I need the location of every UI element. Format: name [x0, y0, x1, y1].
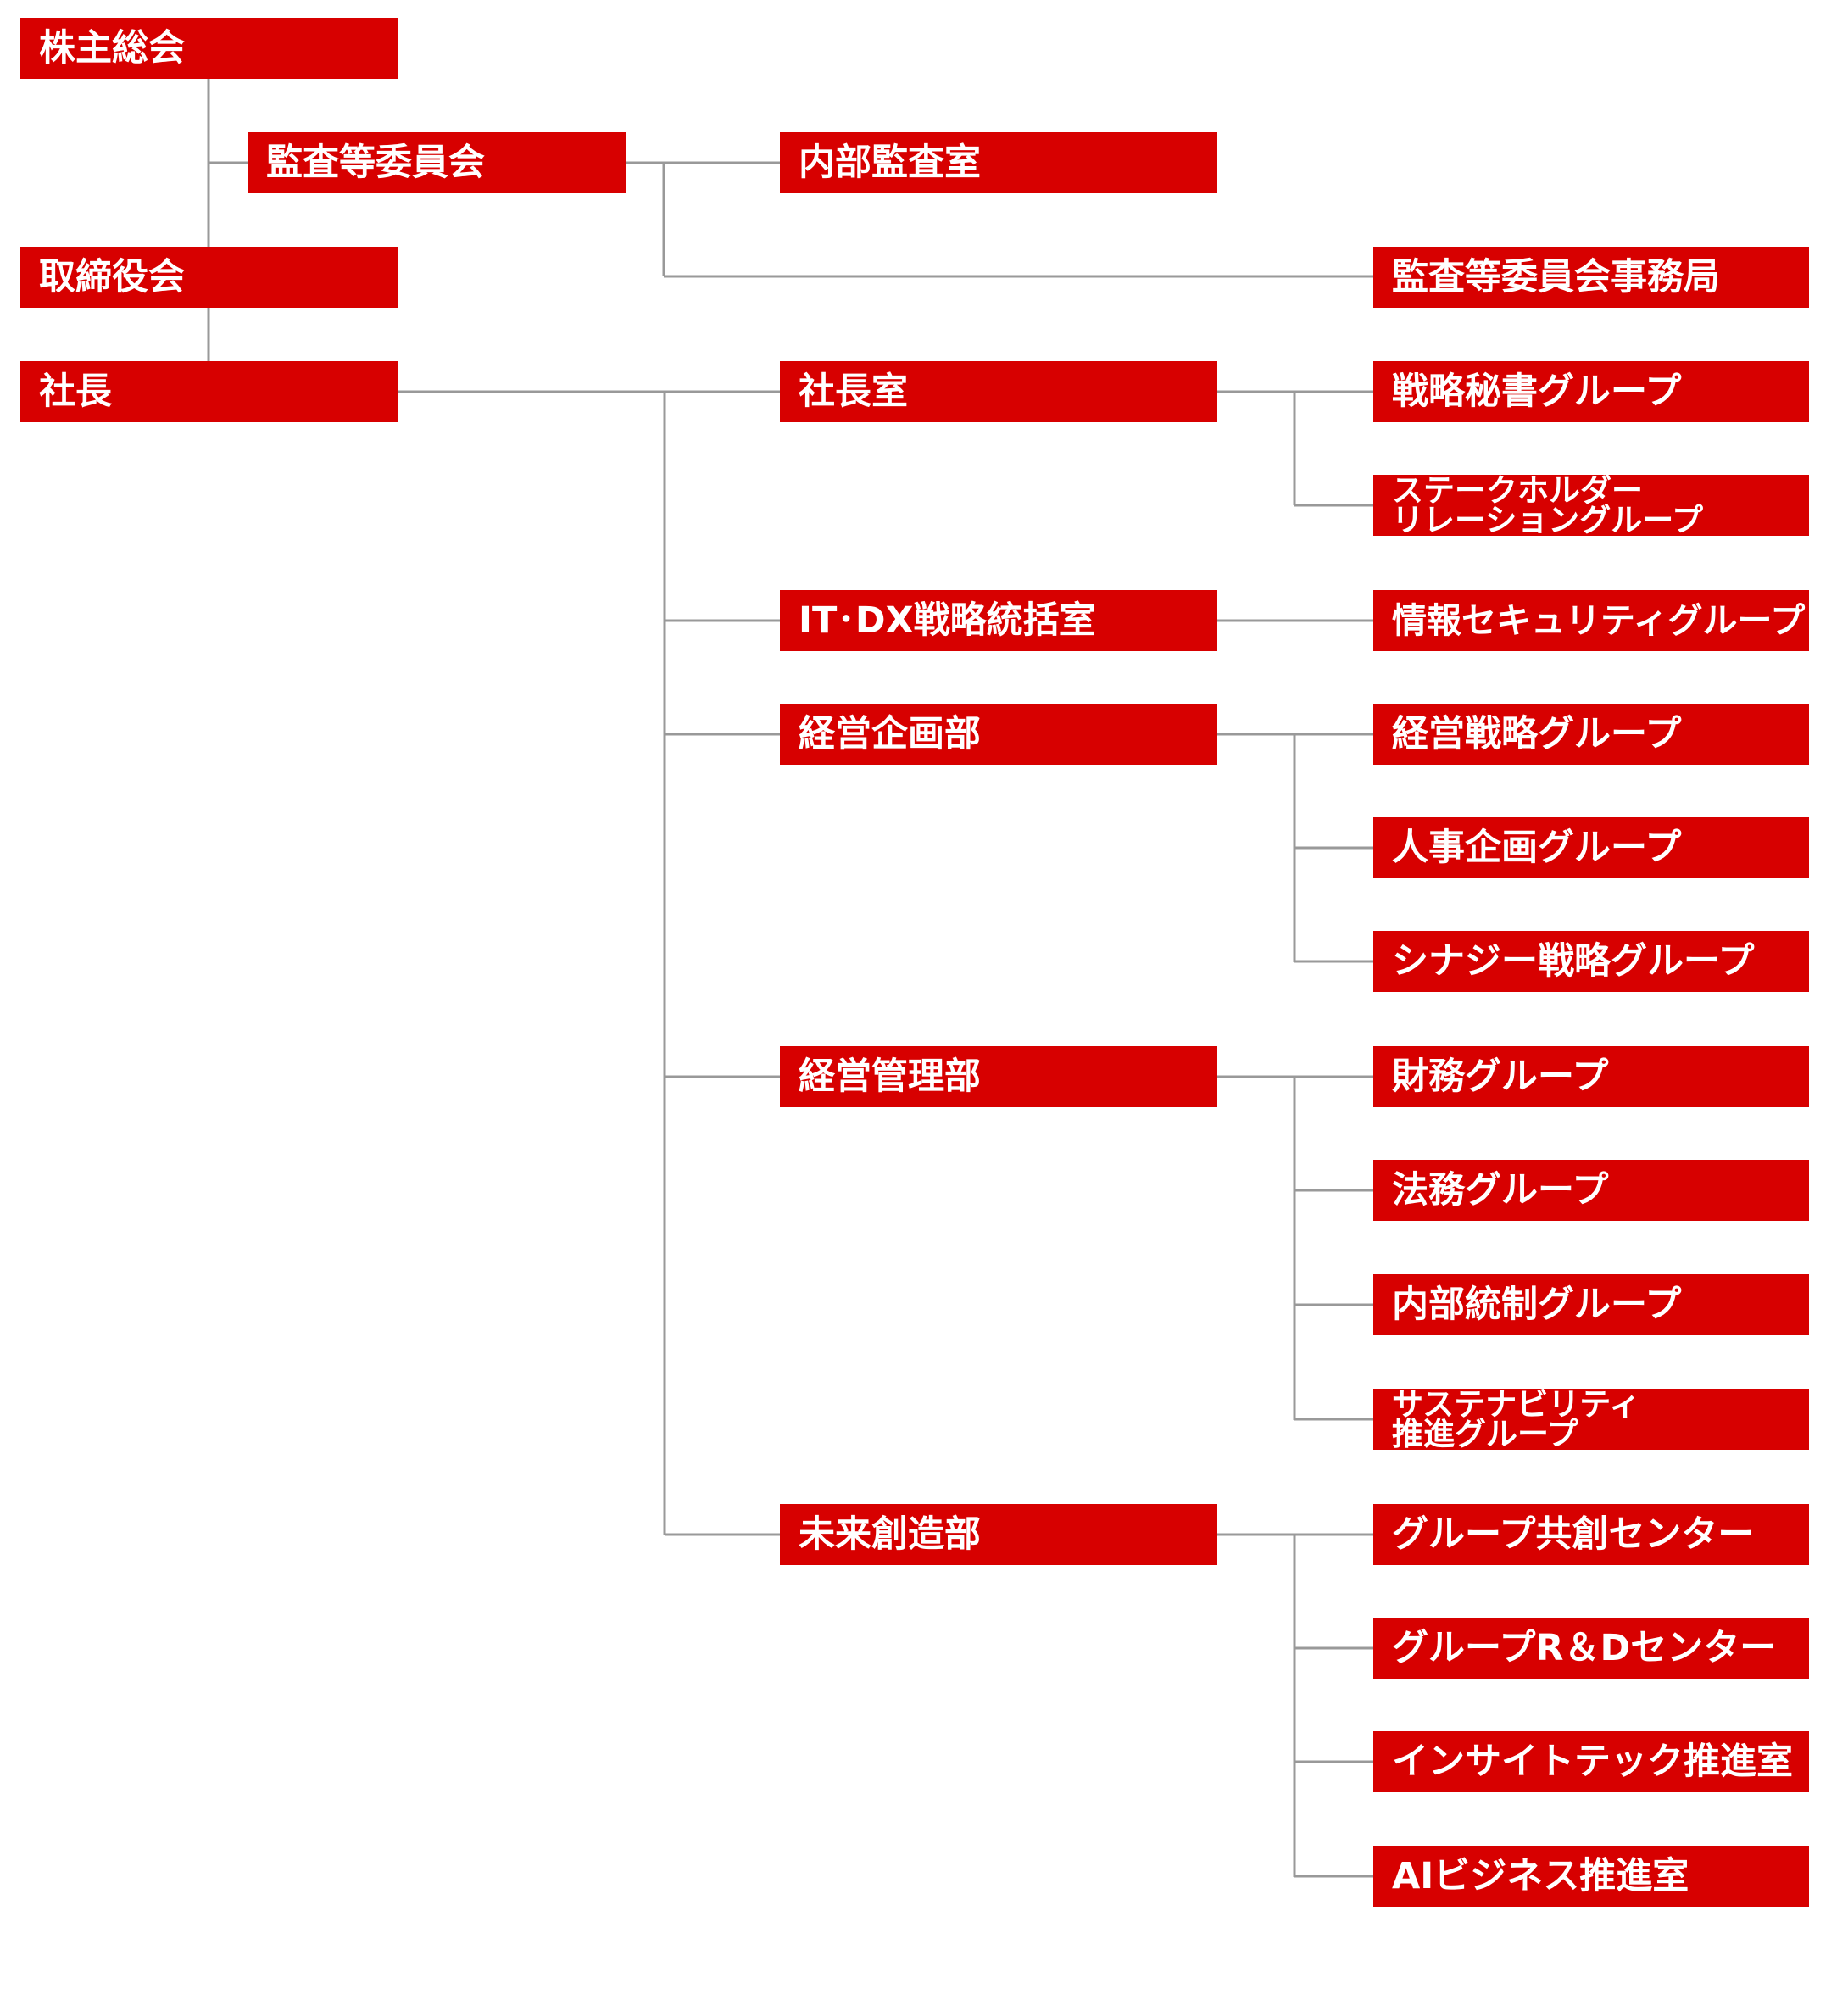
node-president: 社長 — [20, 361, 398, 422]
node-stakeholder-relations-group: ステークホルダー リレーショングループ — [1373, 475, 1809, 536]
node-audit-committee-secretariat: 監査等委員会事務局 — [1373, 247, 1809, 308]
node-finance-group: 財務グループ — [1373, 1046, 1809, 1107]
node-group-cocreation-center: グループ共創センター — [1373, 1504, 1809, 1565]
node-legal-group: 法務グループ — [1373, 1160, 1809, 1221]
node-insight-tech-office: インサイトテック推進室 — [1373, 1731, 1809, 1792]
node-president-office: 社長室 — [780, 361, 1217, 422]
node-internal-audit-office: 内部監査室 — [780, 132, 1217, 193]
node-internal-control-group: 内部統制グループ — [1373, 1274, 1809, 1335]
node-label-line: ステークホルダー — [1392, 475, 1643, 509]
node-hr-planning-group: 人事企画グループ — [1373, 817, 1809, 878]
node-synergy-strategy-group: シナジー戦略グループ — [1373, 931, 1809, 992]
node-strategic-secretary-group: 戦略秘書グループ — [1373, 361, 1809, 422]
node-label-line: リレーショングループ — [1392, 502, 1704, 536]
node-info-security-group: 情報セキュリティグループ — [1373, 590, 1809, 651]
node-future-creation-dept: 未来創造部 — [780, 1504, 1217, 1565]
node-audit-committee: 監査等委員会 — [248, 132, 626, 193]
node-corporate-management-dept: 経営管理部 — [780, 1046, 1217, 1107]
node-sustainability-group: サステナビリティ 推進グループ — [1373, 1389, 1809, 1450]
node-management-strategy-group: 経営戦略グループ — [1373, 704, 1809, 765]
node-ai-business-office: AIビジネス推進室 — [1373, 1846, 1809, 1907]
node-label-line: 推進グループ — [1392, 1416, 1578, 1450]
node-group-rd-center: グループR＆Dセンター — [1373, 1618, 1809, 1679]
node-label-line: サステナビリティ — [1392, 1389, 1641, 1423]
node-it-dx-strategy-office: IT･DX戦略統括室 — [780, 590, 1217, 651]
node-board-of-directors: 取締役会 — [20, 247, 398, 308]
node-corporate-planning-dept: 経営企画部 — [780, 704, 1217, 765]
node-shareholders-meeting: 株主総会 — [20, 18, 398, 79]
